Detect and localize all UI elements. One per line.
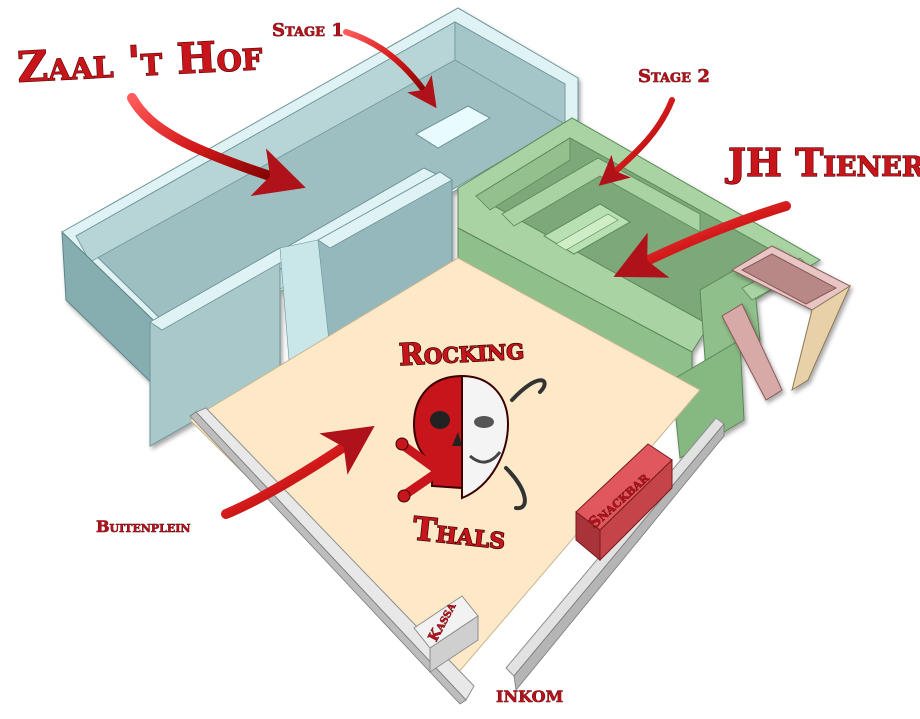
zaal-t-hof-building xyxy=(61,7,579,447)
pink-room-floor xyxy=(740,253,838,305)
label-zaal-t-hof: Zaal 't Hof xyxy=(16,30,264,92)
label-stage-2: Stage 2 xyxy=(638,66,710,87)
snackbar-counter-front xyxy=(599,458,673,562)
kassa-booth-face xyxy=(429,615,479,673)
pink-room xyxy=(721,245,852,401)
skull-eye-left xyxy=(430,411,450,429)
arrow-jh-tiener xyxy=(613,201,791,278)
skull-nose xyxy=(452,432,462,446)
pink-room-wall xyxy=(721,303,783,401)
label-buitenplein: Buitenplein xyxy=(96,517,190,536)
courtyard-right-wall-face xyxy=(513,422,725,691)
label-inkom: INKOM xyxy=(496,687,563,706)
courtyard-left-wall-face xyxy=(189,411,467,705)
jh-inner-wall xyxy=(475,137,571,211)
pointer-arrows xyxy=(127,29,791,519)
mask-smile xyxy=(469,451,502,464)
mask-handle-icon xyxy=(504,378,547,511)
mask-eye-right xyxy=(474,416,494,428)
stage-2-stairs-step xyxy=(555,213,619,251)
mask-white-half xyxy=(461,374,510,500)
logo-text-top: Rocking xyxy=(398,332,525,374)
arrow-stage-2 xyxy=(598,97,675,186)
arrow-buitenplein xyxy=(221,425,375,519)
arrow-zaal xyxy=(127,93,306,197)
jh-side-room-2 xyxy=(671,339,745,459)
arrow-stage-1 xyxy=(343,29,437,109)
crossbones-icon xyxy=(395,437,445,503)
label-stage-1: Stage 1 xyxy=(272,20,344,41)
pink-room-right-wall xyxy=(791,284,852,392)
label-jh-tiener: JH Tiener xyxy=(725,140,920,185)
stage-1-platform xyxy=(415,105,492,149)
zaal-right-room-top xyxy=(317,171,453,249)
